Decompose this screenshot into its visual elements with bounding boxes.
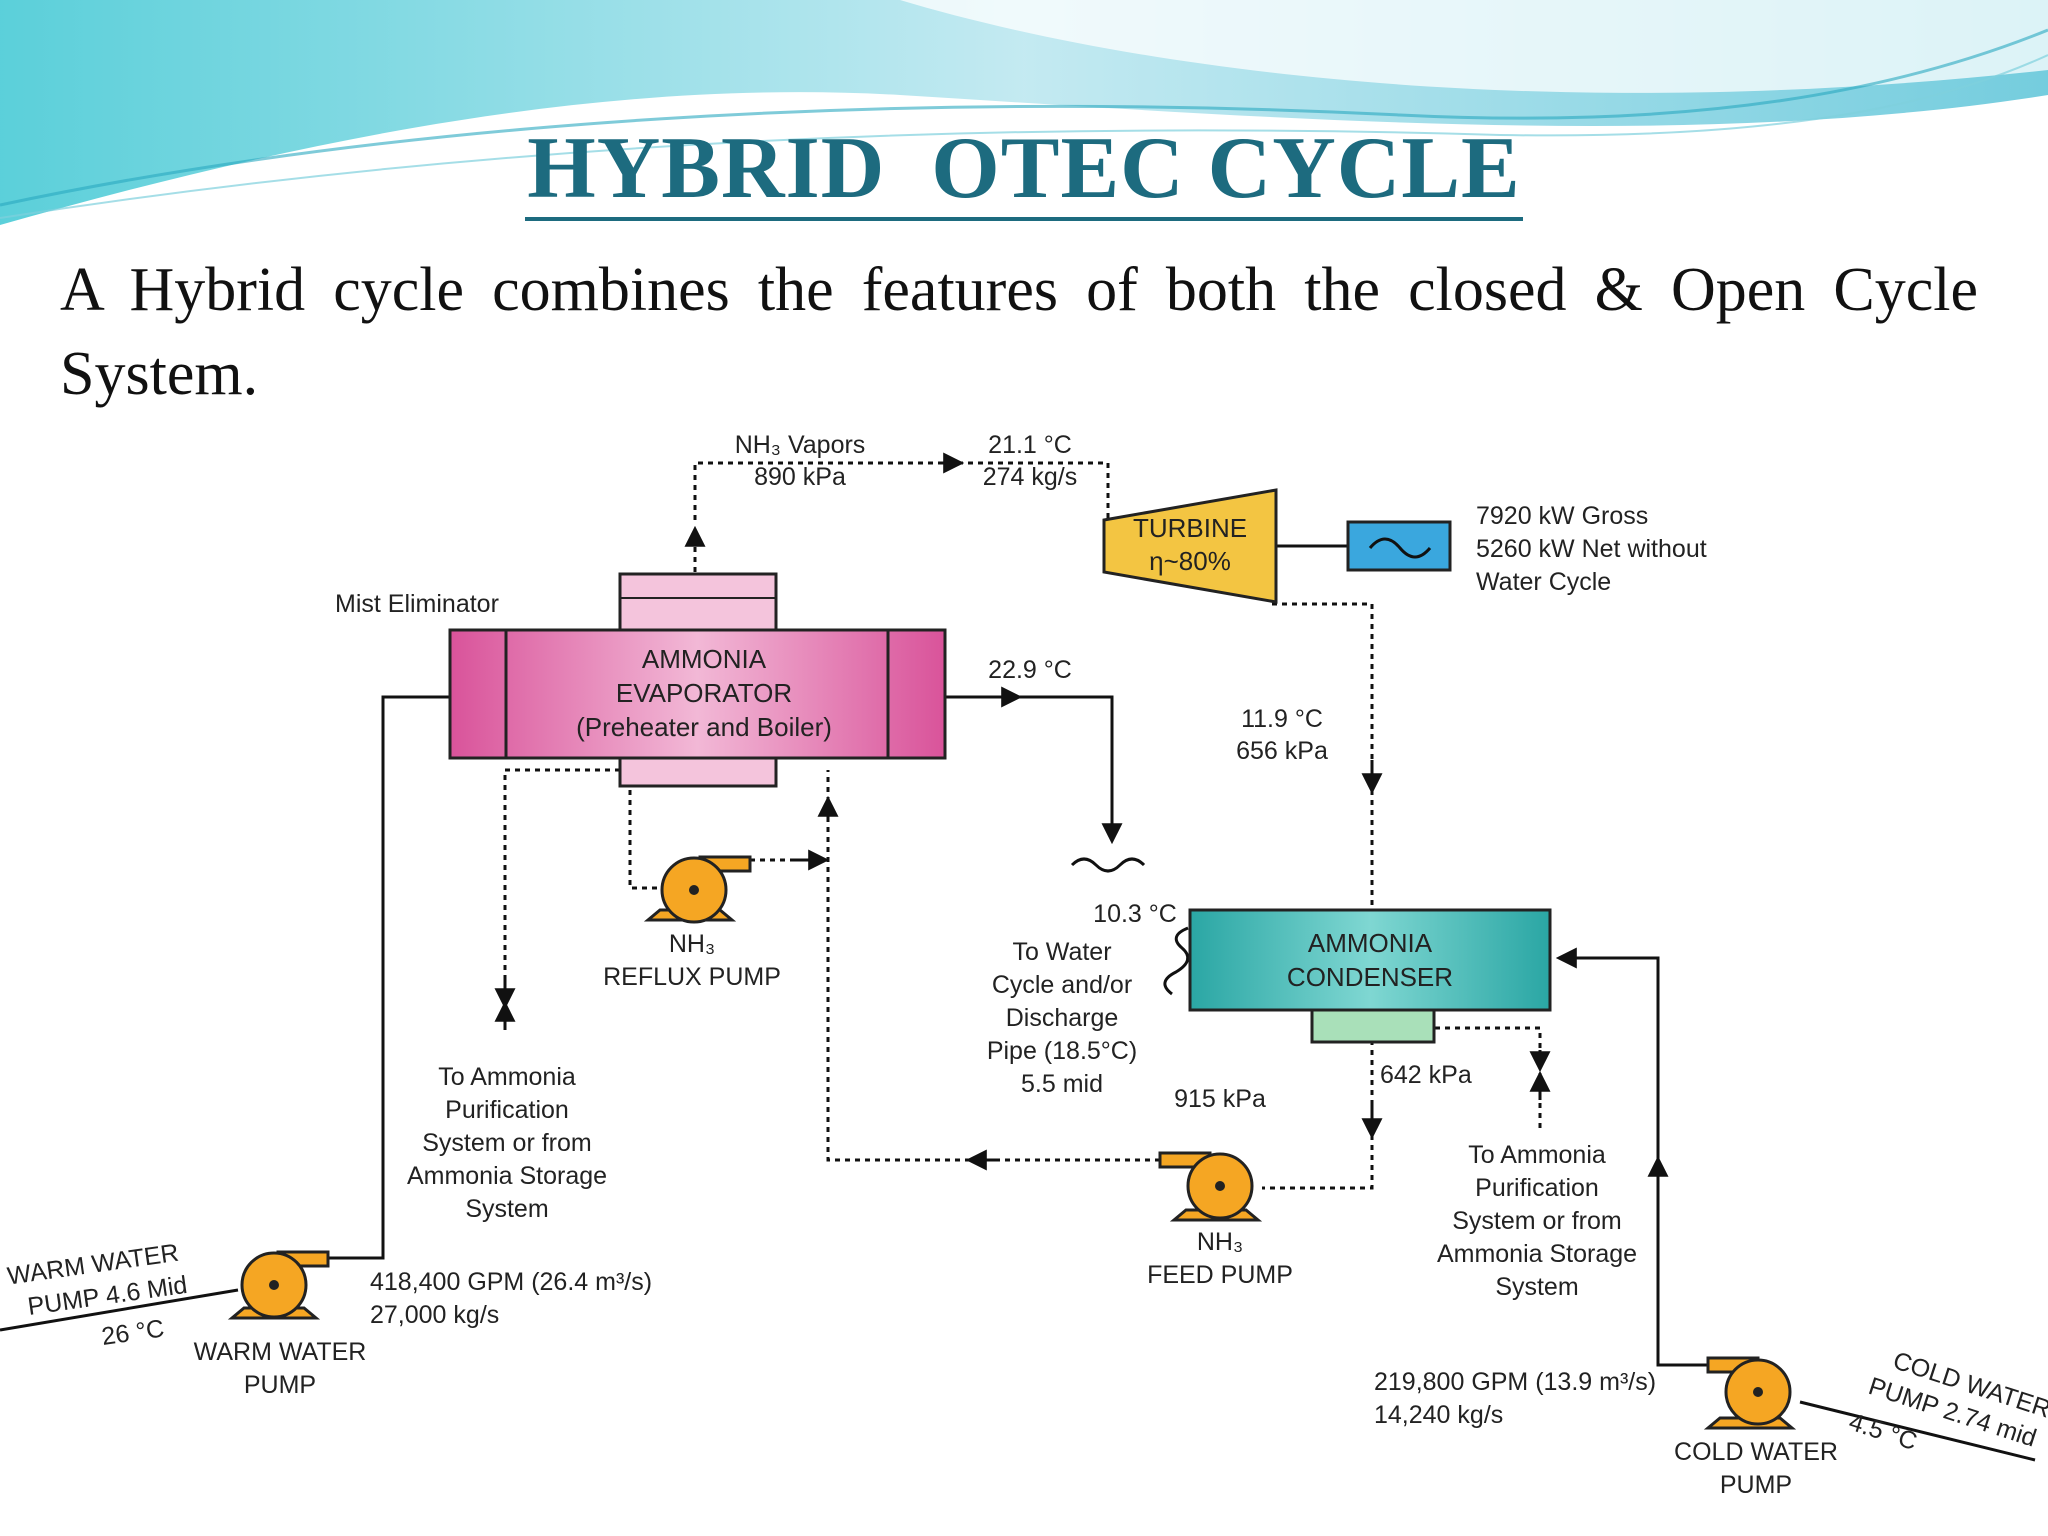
cold-flow-label-1: 219,800 GPM (13.9 m³/s) <box>1374 1368 1656 1396</box>
warm-intake-label-3: 26 °C <box>100 1315 166 1351</box>
generator-output-1: 7920 kW Gross <box>1476 502 1648 530</box>
purification-left-4: Ammonia Storage <box>407 1162 607 1190</box>
mist-eliminator-label: Mist Eliminator <box>335 590 499 618</box>
purification-left-5: System <box>465 1195 548 1223</box>
evaporator-label-1: AMMONIA <box>642 644 767 674</box>
cold-flow-label-2: 14,240 kg/s <box>1374 1401 1503 1429</box>
reflux-line <box>628 780 830 890</box>
warm-water-line <box>0 695 450 1332</box>
warm-flow-label-1: 418,400 GPM (26.4 m³/s) <box>370 1268 652 1296</box>
condenser-outlet-squiggle <box>1163 926 1190 996</box>
water-cycle-temp: 10.3 °C <box>1093 900 1177 928</box>
water-cycle-label-5: 5.5 mid <box>1021 1070 1103 1098</box>
ammonia-condenser: AMMONIA CONDENSER <box>1188 908 1552 1044</box>
warm-water-pump-icon <box>227 1250 330 1320</box>
cold-water-pump-icon <box>1703 1356 1797 1430</box>
warm-intake-label: WARM WATER PUMP 4.6 Mid 26 °C <box>6 1239 189 1351</box>
slide-title: HYBRID OTEC CYCLE <box>0 118 2048 221</box>
reflux-pump-icon <box>643 855 752 924</box>
generator <box>1346 520 1452 572</box>
condensate-line <box>1262 1040 1383 1190</box>
feed-pump-icon <box>1158 1151 1263 1222</box>
feed-pressure-label: 915 kPa <box>1174 1085 1266 1113</box>
cold-intake-label-3: 4.5 °C <box>1846 1408 1921 1456</box>
turbine: TURBINE η~80% <box>1102 488 1278 604</box>
reflux-pump-label-1: NH₃ <box>669 930 715 958</box>
turbine-label-1: TURBINE <box>1133 513 1247 543</box>
cold-water-line <box>1555 947 2036 1462</box>
vapor-label-2: 890 kPa <box>754 463 846 491</box>
water-cycle-label-3: Discharge <box>1006 1004 1119 1032</box>
turbine-exhaust-line <box>1272 602 1383 908</box>
turbine-label-2: η~80% <box>1149 546 1231 576</box>
ammonia-evaporator: AMMONIA EVAPORATOR (Preheater and Boiler… <box>448 572 947 788</box>
reflux-pump-label-2: REFLUX PUMP <box>603 963 781 991</box>
evaporator-label-2: EVAPORATOR <box>616 678 792 708</box>
purification-right-1: To Ammonia <box>1468 1141 1606 1169</box>
vapor-line <box>684 452 1110 572</box>
vapor-label-1: NH₃ Vapors <box>735 431 866 459</box>
purification-left-3: System or from <box>422 1129 591 1157</box>
warm-pump-label-2: PUMP <box>244 1371 316 1399</box>
warm-flow-label-2: 27,000 kg/s <box>370 1301 499 1329</box>
purification-right-2: Purification <box>1475 1174 1599 1202</box>
feed-pump-label-1: NH₃ <box>1197 1228 1243 1256</box>
feed-line <box>817 770 1160 1171</box>
turbine-exit-temp: 11.9 °C <box>1241 705 1323 733</box>
water-cycle-label-1: To Water <box>1012 938 1111 966</box>
generator-output-2: 5260 kW Net without <box>1476 535 1707 563</box>
cold-pump-label-1: COLD WATER <box>1674 1438 1838 1466</box>
purification-right-5: System <box>1495 1273 1578 1301</box>
purification-left-1: To Ammonia <box>438 1063 576 1091</box>
ac-wave-icon <box>1368 537 1432 559</box>
condenser-label-2: CONDENSER <box>1287 962 1453 992</box>
purification-left-line <box>494 768 620 1030</box>
turbine-inlet-flow: 274 kg/s <box>983 463 1078 491</box>
water-cycle-label-2: Cycle and/or <box>992 971 1132 999</box>
generator-output-3: Water Cycle <box>1476 568 1611 596</box>
purification-right-4: Ammonia Storage <box>1437 1240 1637 1268</box>
condenser-outlet-pressure-label: 642 kPa <box>1380 1061 1472 1089</box>
feed-pump-label-2: FEED PUMP <box>1147 1261 1293 1289</box>
evap-outlet-temp: 22.9 °C <box>988 656 1072 684</box>
purification-right-3: System or from <box>1452 1207 1621 1235</box>
warm-pump-label-1: WARM WATER <box>194 1338 367 1366</box>
intro-text: A Hybrid cycle combines the features of … <box>60 256 1978 408</box>
condenser-label-1: AMMONIA <box>1308 928 1433 958</box>
evaporator-label-3: (Preheater and Boiler) <box>576 712 832 742</box>
cold-pump-label-2: PUMP <box>1720 1471 1792 1499</box>
purification-left-2: Purification <box>445 1096 569 1124</box>
turbine-inlet-temp: 21.1 °C <box>988 431 1072 459</box>
water-cycle-label-4: Pipe (18.5°C) <box>987 1037 1137 1065</box>
turbine-exit-pressure: 656 kPa <box>1236 737 1328 765</box>
cold-intake-label: COLD WATER PUMP 2.74 mid 4.5 °C <box>1846 1346 2048 1456</box>
warm-water-out-line <box>945 686 1146 873</box>
purification-right-line <box>1435 1026 1551 1130</box>
